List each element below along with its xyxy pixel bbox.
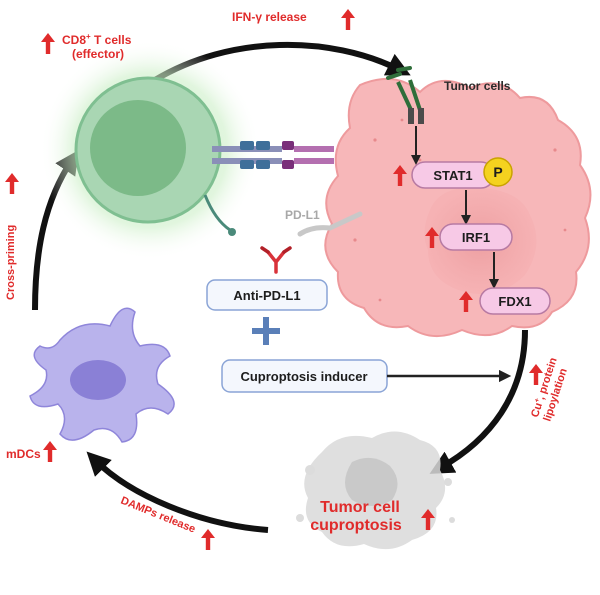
arrow-fdx1-to-death bbox=[429, 329, 528, 474]
cross-priming-label: Cross-priming bbox=[5, 225, 17, 300]
fdx1-label: FDX1 bbox=[498, 294, 531, 309]
plus-icon bbox=[252, 317, 280, 345]
ifn-label-text: IFN-γ release bbox=[232, 10, 307, 24]
stat1-box: STAT1 bbox=[411, 161, 495, 189]
arrow-death-to-dc bbox=[86, 451, 269, 533]
cd8-label: CD8+ T cells (effector) bbox=[41, 32, 132, 61]
fdx1-box: FDX1 bbox=[479, 287, 551, 315]
tumor-cell bbox=[324, 77, 592, 337]
ifn-label: IFN-γ release bbox=[232, 9, 355, 30]
anti-pdl1-label: Anti-PD-L1 bbox=[233, 288, 300, 303]
cd8-t-cell bbox=[40, 40, 260, 260]
dying-tumor-cell bbox=[296, 431, 455, 550]
irf1-box: IRF1 bbox=[439, 223, 513, 251]
antibody-icon bbox=[260, 246, 292, 274]
tumor-death-label: Tumor cell cuproptosis bbox=[310, 499, 435, 534]
ifn-receptor-icon bbox=[386, 66, 424, 165]
up-arrow-icon bbox=[201, 529, 215, 550]
phospho-label: P bbox=[493, 164, 502, 180]
irf1-label: IRF1 bbox=[462, 230, 490, 245]
phospho-badge: P bbox=[483, 157, 513, 187]
cross-priming-text: Cross-priming bbox=[5, 225, 17, 300]
cuproptosis-inducer-label: Cuproptosis inducer bbox=[240, 369, 367, 384]
up-arrow-icon bbox=[5, 173, 19, 194]
pdl1-label: PD-L1 bbox=[285, 208, 320, 222]
cuproptosis-inducer-box: Cuproptosis inducer bbox=[221, 359, 388, 393]
mdcs-label: mDCs bbox=[6, 441, 57, 462]
pdl1-group: PD-L1 bbox=[285, 208, 363, 237]
stat1-label: STAT1 bbox=[433, 168, 472, 183]
up-arrow-icon bbox=[341, 9, 355, 30]
tumor-cells-label: Tumor cells bbox=[444, 79, 511, 93]
cd8-label-line2: (effector) bbox=[72, 47, 124, 61]
tumor-death-line1: Tumor cell bbox=[320, 499, 400, 516]
mdcs-label-text: mDCs bbox=[6, 447, 41, 461]
receptor-interface bbox=[212, 141, 334, 169]
dendritic-cell bbox=[29, 307, 175, 443]
up-arrow-icon bbox=[43, 441, 57, 462]
svg-text:CD8+ T cells: CD8+ T cells bbox=[62, 32, 132, 47]
tumor-death-line2: cuproptosis bbox=[310, 517, 402, 534]
anti-pdl1-box: Anti-PD-L1 bbox=[206, 279, 328, 311]
